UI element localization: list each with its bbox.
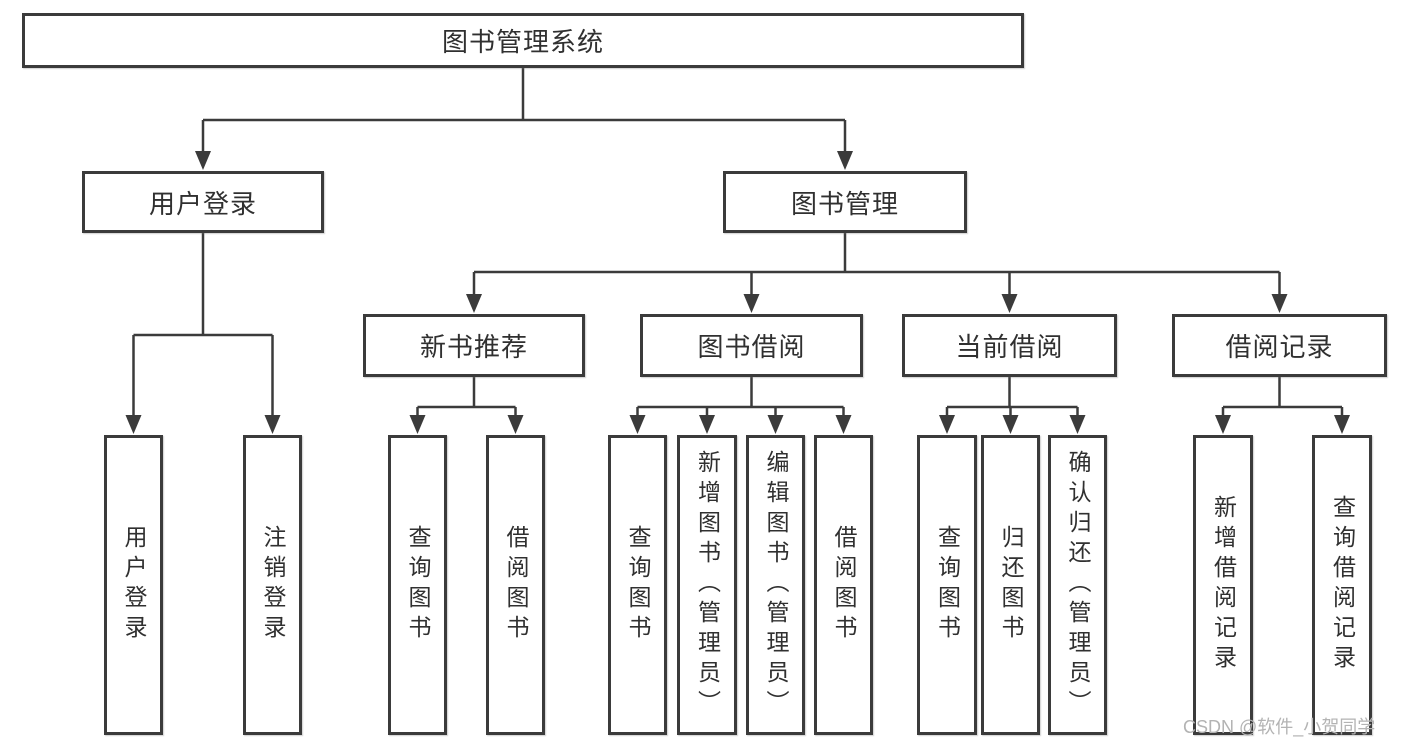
node-label: 查询图书 [934,525,961,645]
leaf-borrow-books: 借阅图书 [814,435,873,735]
leaf-query-books-borrow: 查询图书 [608,435,667,735]
arrow-down-icon [767,415,784,434]
arrow-down-icon [837,151,853,170]
arrowheads [125,151,1350,434]
connector-book-borrow-split [636,377,845,417]
node-label: 图书管理系统 [441,27,604,57]
arrow-down-icon [466,294,482,313]
node-library-system: 图书管理系统 [22,13,1024,68]
connector-book-management-split [472,233,1281,296]
node-label: 归还图书 [998,525,1024,645]
node-label: 借阅图书 [831,525,857,645]
arrow-down-icon [629,415,646,434]
leaf-query-books-current: 查询图书 [917,435,977,735]
arrow-down-icon [507,415,524,434]
arrow-down-icon [699,415,715,434]
arrow-down-icon [1215,415,1231,434]
leaf-query-books-recommend: 查询图书 [388,435,447,735]
leaf-add-borrow-record: 新增借阅记录 [1193,435,1253,735]
leaf-borrow-books-recommend: 借阅图书 [486,435,545,735]
arrow-down-icon [264,415,281,434]
arrow-down-icon [1334,415,1350,434]
arrow-down-icon [743,294,760,313]
node-new-book-recommend: 新书推荐 [363,314,585,377]
arrow-down-icon [1001,294,1018,313]
node-label: 用户登录 [148,188,257,219]
node-book-management: 图书管理 [723,171,967,233]
leaf-add-book-admin: 新增图书（管理员） [677,435,737,735]
connector-current-borrow-split [945,377,1079,417]
connector-borrow-records-split [1221,377,1344,417]
node-current-borrow: 当前借阅 [902,314,1117,377]
node-label: 图书管理 [790,188,899,219]
node-book-borrow: 图书借阅 [640,314,863,377]
node-label: 确认归还（管理员） [1065,450,1091,720]
arrow-down-icon [195,151,211,170]
leaf-edit-book-admin: 编辑图书（管理员） [746,435,805,735]
node-user-login: 用户登录 [82,171,324,233]
csdn-watermark: CSDN @软件_小贺同学 [1183,717,1376,737]
node-label: 借阅图书 [503,525,529,645]
connector-new-book-split [416,377,517,417]
arrow-down-icon [125,415,142,434]
node-label: 查询图书 [625,525,651,645]
connector-root-to-level2 [201,68,847,153]
node-label: 查询借阅记录 [1329,495,1356,675]
node-label: 新书推荐 [419,332,528,362]
node-label: 新增借阅记录 [1210,495,1237,675]
node-label: 用户登录 [121,525,147,645]
leaf-confirm-return-admin: 确认归还（管理员） [1048,435,1107,735]
connector-user-login-split [132,233,274,417]
arrow-down-icon [409,415,426,434]
leaf-query-borrow-record: 查询借阅记录 [1312,435,1372,735]
arrow-down-icon [1069,415,1086,434]
node-borrow-records: 借阅记录 [1172,314,1387,377]
arrow-down-icon [939,415,955,434]
node-label: 新增图书（管理员） [694,450,721,720]
leaf-user-login: 用户登录 [104,435,163,735]
node-label: 注销登录 [260,525,286,645]
arrow-down-icon [1271,294,1288,313]
arrow-down-icon [835,415,852,434]
node-label: 借阅记录 [1225,332,1334,362]
node-label: 当前借阅 [955,332,1064,362]
leaf-logout: 注销登录 [243,435,302,735]
node-label: 编辑图书（管理员） [763,450,789,720]
node-label: 图书借阅 [697,332,806,362]
arrow-down-icon [1002,415,1019,434]
leaf-return-book: 归还图书 [981,435,1040,735]
node-label: 查询图书 [405,525,431,645]
